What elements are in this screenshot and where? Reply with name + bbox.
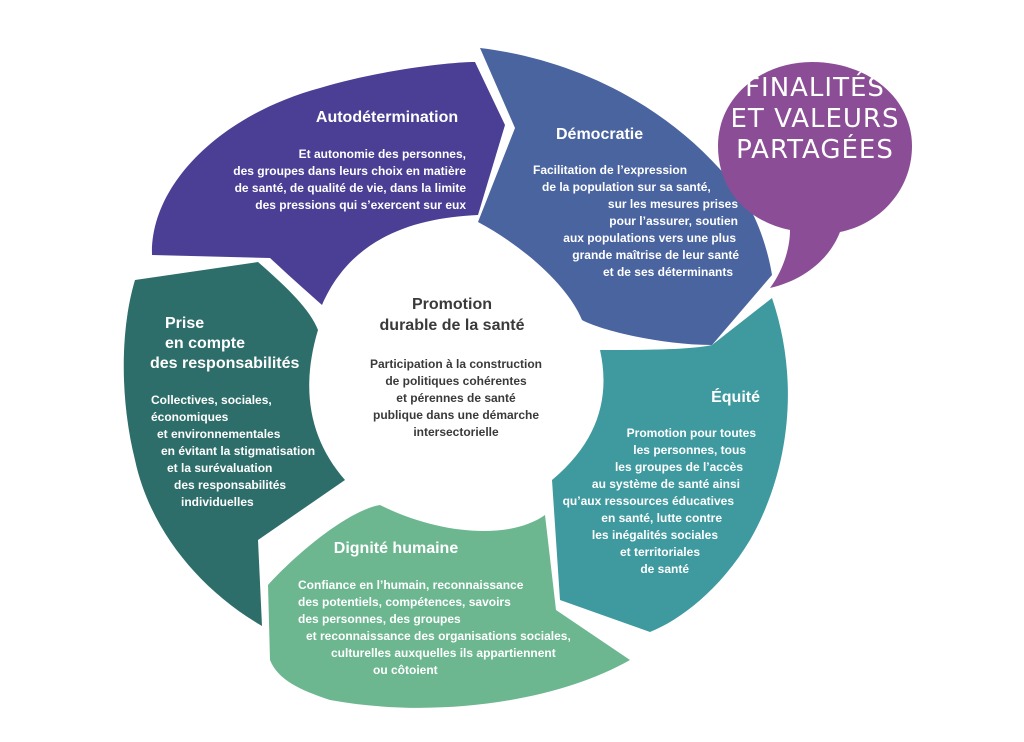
autodetermination-body-1: Et autonomie des personnes, [299, 147, 466, 161]
equite-body-5: qu’aux ressources éducatives [563, 494, 735, 508]
democratie-body-4: pour l’assurer, soutien [609, 214, 738, 228]
equite-body-6: en santé, lutte contre [601, 511, 722, 525]
autodetermination-body-4: des pressions qui s’exercent sur eux [255, 198, 466, 212]
center-body-1: Participation à la construction [370, 357, 542, 371]
dignite-body-3: des personnes, des groupes [298, 612, 461, 626]
center-title-1: Promotion [412, 296, 492, 313]
bubble-line-2: ET VALEURS [731, 104, 900, 134]
autodetermination-title: Autodétermination [316, 109, 458, 126]
responsabilites-body-1: Collectives, sociales, [151, 393, 272, 407]
equite-body-1: Promotion pour toutes [627, 426, 757, 440]
dignite-body-5: culturelles auxquelles ils appartiennent [331, 646, 556, 660]
segment-autodetermination-shape [151, 62, 505, 305]
democratie-body-2: de la population sur sa santé, [542, 180, 711, 194]
speech-bubble-shape [718, 62, 912, 288]
equite-body-9: de santé [640, 562, 689, 576]
responsabilites-title-1: Prise [165, 315, 204, 332]
segment-dignite-shape [268, 505, 630, 708]
democratie-body-5: aux populations vers une plus [563, 231, 736, 245]
equite-body-3: les groupes de l’accès [615, 460, 743, 474]
autodetermination-body-2: des groupes dans leurs choix en matière [233, 164, 466, 178]
center-body-5: intersectorielle [413, 425, 499, 439]
center-body-2: de politiques cohérentes [385, 374, 527, 388]
responsabilites-title-3: des responsabilités [150, 355, 299, 372]
segment-responsabilites-shape [123, 262, 345, 626]
responsabilites-body-2: économiques [151, 410, 229, 424]
segment-equite-shape [552, 298, 788, 632]
bubble-line-3: PARTAGÉES [736, 133, 894, 165]
democratie-body-1: Facilitation de l’expression [533, 163, 687, 177]
responsabilites-title-2: en compte [165, 335, 245, 352]
equite-body-4: au système de santé ainsi [592, 477, 740, 491]
responsabilites-body-6: des responsabilités [174, 478, 286, 492]
responsabilites-body-3: et environnementales [157, 427, 281, 441]
equite-title: Équité [711, 387, 760, 406]
responsabilites-body-5: et la surévaluation [167, 461, 272, 475]
center-body-3: et pérennes de santé [396, 391, 516, 405]
dignite-body-6: ou côtoient [373, 663, 438, 677]
dignite-body-1: Confiance en l’humain, reconnaissance [298, 578, 524, 592]
equite-body-8: et territoriales [620, 545, 700, 559]
dignite-body-2: des potentiels, compétences, savoirs [298, 595, 511, 609]
dignite-title: Dignité humaine [334, 540, 459, 557]
equite-body-2: les personnes, tous [633, 443, 746, 457]
center-body-4: publique dans une démarche [373, 408, 539, 422]
segment-democratie-shape [478, 48, 772, 345]
democratie-body-3: sur les mesures prises [608, 197, 738, 211]
responsabilites-body-4: en évitant la stigmatisation [161, 444, 315, 458]
autodetermination-body-3: de santé, de qualité de vie, dans la lim… [235, 181, 467, 195]
dignite-body-4: et reconnaissance des organisations soci… [306, 629, 571, 643]
democratie-title: Démocratie [556, 126, 643, 143]
center-title-2: durable de la santé [380, 317, 525, 334]
equite-body-7: les inégalités sociales [592, 528, 718, 542]
democratie-body-6: grande maîtrise de leur santé [572, 248, 739, 262]
responsabilites-body-7: individuelles [181, 495, 254, 509]
bubble-line-1: FINALITÉS [745, 71, 885, 103]
democratie-body-7: et de ses déterminants [603, 265, 733, 279]
